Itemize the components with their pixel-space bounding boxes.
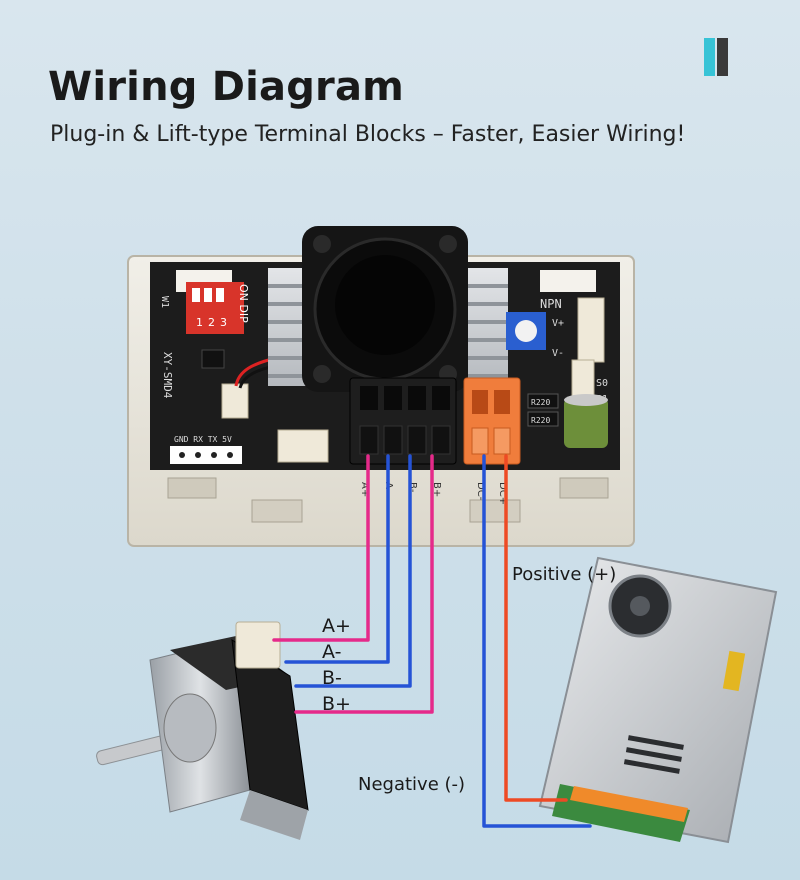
power-supply [538,556,778,844]
label-a-minus: A- [322,641,341,663]
dip-lever[interactable] [216,288,224,302]
brand-mark [704,38,728,76]
terminal-label-dc-minus: DC- [475,482,486,501]
pin-hole [179,452,185,458]
w1-label: W1 [159,296,170,308]
serial-pins [170,446,242,464]
stepper-motor [96,621,309,840]
positive-label: Positive (+) [512,564,616,585]
label-b-minus: B- [322,667,342,689]
sensor-connector [277,429,329,463]
dip-lever[interactable] [204,288,212,302]
controller-module: 1 2 3 ON DIP W1 XY-SMD4 GND RX TX 5V [127,226,635,547]
case-tab [251,499,303,523]
v-minus-label: V- [552,348,564,359]
psu-case [538,556,778,844]
psu-sticker [722,650,746,692]
terminal-label-dc-plus: DC+ [497,482,508,505]
fan-connector [221,383,249,419]
psu-vents [623,735,684,774]
wire-a-minus [284,454,390,664]
wire-b-minus [294,454,412,688]
pin-hole [211,452,217,458]
psu-terminal-screws[interactable] [570,786,688,822]
case-clip [540,270,596,292]
motor-terminal-block[interactable] [349,377,457,465]
s0-label: S0 [596,378,608,389]
v-plus-label: V+ [552,318,564,329]
brand-bar-dark [717,38,728,76]
terminal-label-a-plus: A+ [359,482,370,497]
cooling-fan [302,226,468,392]
page-subtitle: Plug-in & Lift-type Terminal Blocks – Fa… [50,122,686,147]
case-tab [559,477,609,499]
psu-fan-hub [630,596,650,616]
npn-label: NPN [540,297,562,311]
dip-number: 2 [208,316,215,329]
motor-connector [235,621,281,669]
dip-on-label: ON DIP [237,284,250,323]
terminal-label-b-minus: B- [407,482,418,493]
wire-a-plus [272,454,370,642]
terminal-label-b-plus: B+ [431,482,442,497]
negative-label: Negative (-) [358,774,465,795]
motor-boss [163,693,217,763]
model-label: XY-SMD4 [161,352,174,399]
capacitor [564,398,608,448]
pins-label: GND RX TX 5V [174,435,232,444]
motor-back-plate [240,790,308,840]
label-b-plus: B+ [322,693,351,715]
brand-bar-cyan [704,38,715,76]
wires [272,454,592,828]
page-title: Wiring Diagram [48,64,405,110]
resistor-label: R220 [531,398,550,407]
wire-negative [482,454,592,828]
label-a-plus: A+ [322,615,351,637]
ic-chip [201,349,225,369]
wire-positive [504,454,568,802]
resistor-label: R220 [531,416,550,425]
resistor [527,393,559,409]
npn-connector [577,297,605,363]
dip-number: 1 [196,316,203,329]
power-terminal-block[interactable] [463,377,521,465]
wire-b-plus [294,454,434,714]
capacitor-top [564,394,608,406]
pin-hole [195,452,201,458]
resistor [527,411,559,427]
dip-lever[interactable] [192,288,200,302]
dip-number: 3 [220,316,227,329]
potentiometer-knob-icon[interactable] [515,320,537,342]
case-tab [469,499,521,523]
pin-hole [227,452,233,458]
case-tab [167,477,217,499]
